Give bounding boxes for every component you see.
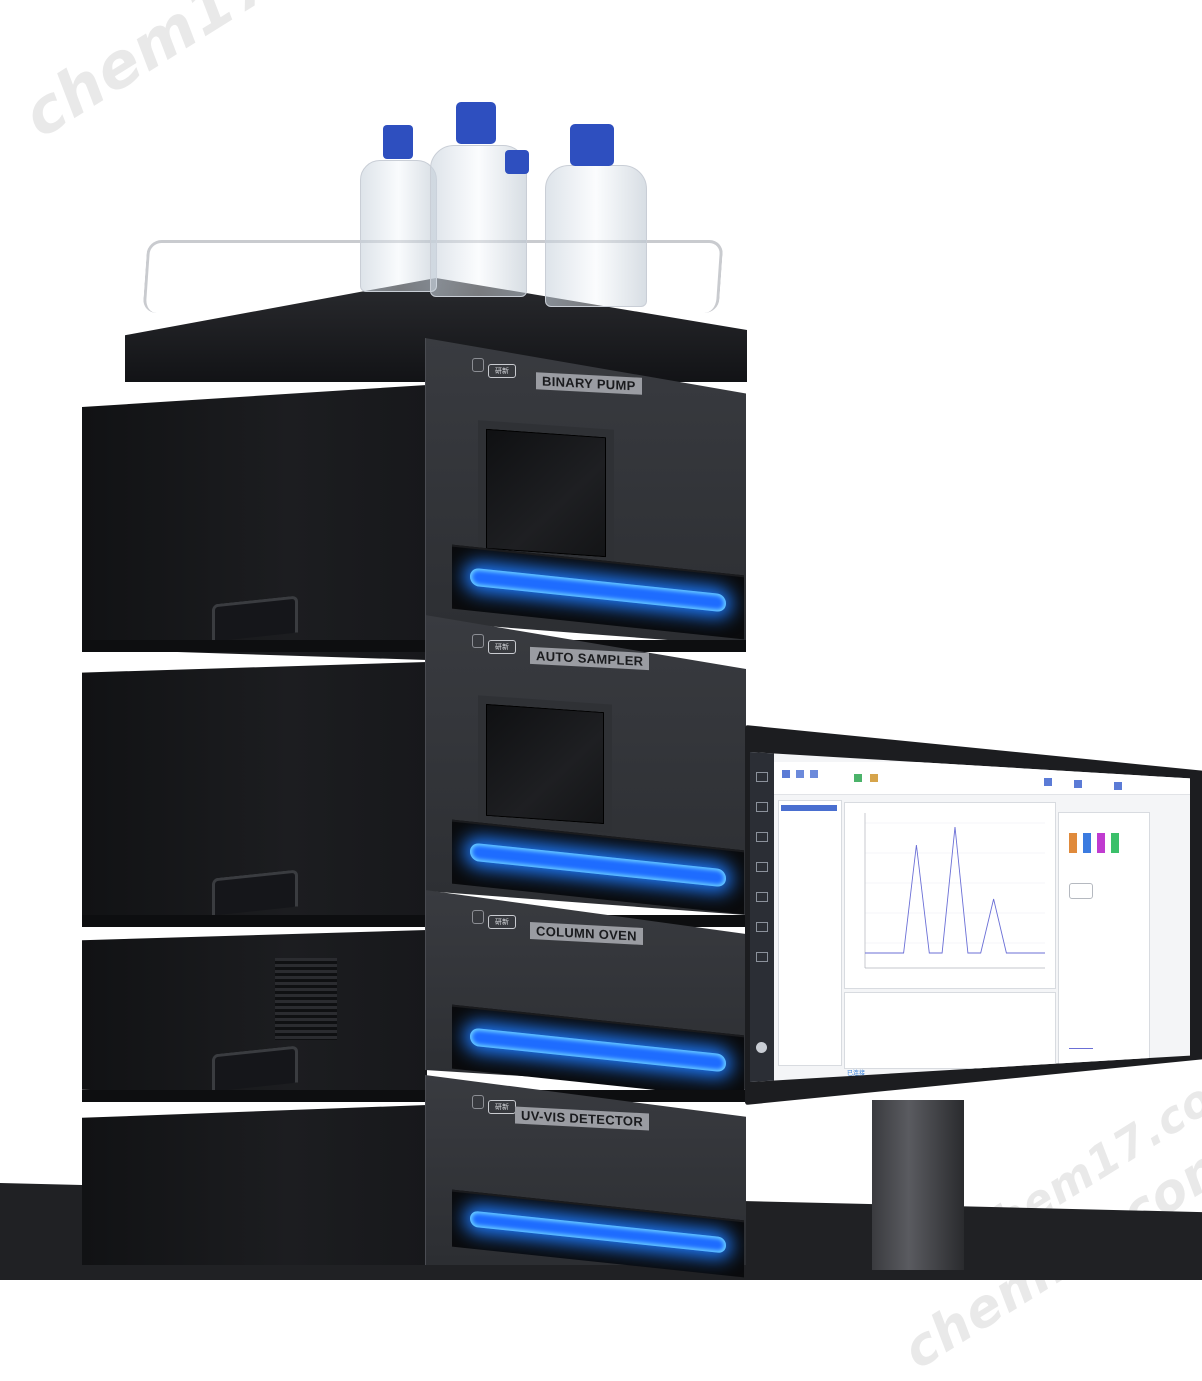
chromatogram-panel	[844, 802, 1056, 989]
pump-touchscreen[interactable]	[478, 420, 614, 566]
toolbar-btn-3[interactable]	[810, 770, 818, 778]
module-gap-3	[82, 1090, 746, 1102]
chromatogram-trace	[865, 826, 1045, 954]
sidebar-icon-3[interactable]	[756, 832, 768, 842]
oven-glow	[469, 1027, 727, 1073]
toolbar-btn-4[interactable]	[854, 774, 862, 782]
pump-brand-logo: 研新	[488, 364, 516, 378]
toolbar-btn-6[interactable]	[1044, 778, 1052, 786]
toolbar-btn-7[interactable]	[1074, 780, 1082, 788]
detector-power-icon	[472, 1095, 484, 1109]
method-info-panel	[844, 992, 1056, 1069]
monitor-stand	[872, 1100, 964, 1270]
oven-power-icon	[472, 910, 484, 924]
sampler-touchscreen[interactable]	[478, 695, 612, 833]
sampler-brand-logo: 研新	[488, 640, 516, 654]
sidebar-icon-1[interactable]	[756, 772, 768, 782]
module-gap-1	[82, 640, 746, 652]
user-avatar[interactable]	[756, 1042, 767, 1053]
toolbar-btn-8[interactable]	[1114, 782, 1122, 790]
pump-glow	[469, 567, 727, 613]
file-list-item-selected[interactable]	[781, 805, 837, 811]
chart-gridlines	[865, 822, 1045, 944]
toolbar-btn-1[interactable]	[782, 770, 790, 778]
pump-status-graphic	[1069, 883, 1093, 899]
pump-power-icon	[472, 358, 484, 372]
detector-brand-logo: 研新	[488, 1100, 516, 1114]
file-list-panel	[778, 800, 842, 1066]
oven-vent-grille	[275, 958, 337, 1040]
sidebar-icon-7[interactable]	[756, 952, 768, 962]
toolbar-btn-5[interactable]	[870, 774, 878, 782]
sidebar-icon-4[interactable]	[756, 862, 768, 872]
watermark-top-left: chem17.com	[10, 0, 432, 152]
toolbar-btn-2[interactable]	[796, 770, 804, 778]
sampler-power-icon	[472, 634, 484, 648]
software-sidebar	[750, 752, 774, 1082]
bottle-cap-4	[505, 150, 529, 174]
solvent-bottle-1	[360, 160, 437, 292]
solvent-bottle-3	[545, 165, 647, 307]
sidebar-icon-5[interactable]	[756, 892, 768, 902]
chromatogram-chart	[864, 813, 1045, 969]
bottle-cap-1	[383, 125, 413, 159]
sidebar-icon-6[interactable]	[756, 922, 768, 932]
solvent-level-c	[1097, 833, 1105, 853]
bottle-cap-3	[570, 124, 614, 166]
solvent-level-a	[1069, 833, 1077, 853]
bottle-cap-2	[456, 102, 496, 144]
sampler-glow	[469, 842, 727, 888]
solvent-level-d	[1111, 833, 1119, 853]
solvent-level-b	[1083, 833, 1091, 853]
monitor-screen[interactable]: 已连接	[750, 752, 1190, 1082]
instrument-status-panel	[1058, 812, 1150, 1074]
detector-body-side	[82, 1105, 427, 1265]
detector-glow	[469, 1209, 727, 1254]
sidebar-icon-2[interactable]	[756, 802, 768, 812]
oven-brand-logo: 研新	[488, 915, 516, 929]
status-connected: 已连接	[847, 1071, 866, 1077]
detector-mini-chart	[1069, 1028, 1093, 1049]
